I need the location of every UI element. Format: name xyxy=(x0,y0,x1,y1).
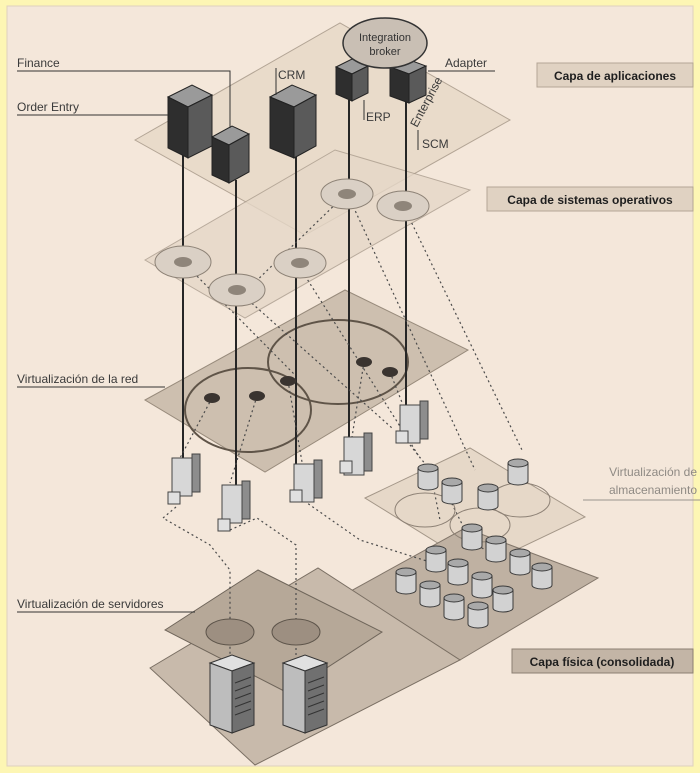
os-disc xyxy=(320,178,374,210)
broker-label-line2: broker xyxy=(369,46,401,58)
storage-disk xyxy=(492,585,514,613)
operating-systems-layer-label: Capa de sistemas operativos xyxy=(507,193,673,207)
integration-broker xyxy=(342,17,428,69)
storage-disk xyxy=(395,567,417,595)
storage-disk xyxy=(417,463,439,491)
virtual-server xyxy=(217,480,251,532)
storage-disks xyxy=(395,458,553,629)
physical-server xyxy=(281,654,329,734)
storage-disk xyxy=(419,580,441,608)
storage-disk xyxy=(443,593,465,621)
operating-systems-layer-tag xyxy=(486,186,694,212)
crm-label: CRM xyxy=(278,68,305,82)
storage-disk xyxy=(507,458,529,486)
applications-layer-label: Capa de aplicaciones xyxy=(554,69,676,83)
storage-disk xyxy=(425,545,447,573)
os-instances xyxy=(154,178,430,307)
server-virtualization-label: Virtualización de servidores xyxy=(17,597,164,611)
server-partition xyxy=(271,618,321,646)
virtual-server xyxy=(339,432,373,476)
server-partition xyxy=(205,618,255,646)
order-entry-server xyxy=(210,125,251,184)
network-zone-left xyxy=(184,367,312,453)
crm-server xyxy=(268,84,318,159)
storage-disk xyxy=(467,601,489,629)
storage-disk xyxy=(477,483,499,511)
os-disc xyxy=(208,273,266,307)
app-to-server-links xyxy=(182,100,407,486)
adapter-label: Adapter xyxy=(445,56,487,70)
os-disc xyxy=(376,190,430,222)
scm-label: SCM xyxy=(422,137,449,151)
physical-server xyxy=(208,654,256,734)
os-disc xyxy=(273,247,327,279)
storage-disk xyxy=(485,535,507,563)
virtual-server xyxy=(289,459,323,503)
storage-disk xyxy=(441,477,463,505)
virtual-servers xyxy=(167,400,429,532)
erp-label: ERP xyxy=(366,110,391,124)
storage-disk xyxy=(447,558,469,586)
storage-disk xyxy=(461,523,483,551)
storage-disk xyxy=(531,562,553,590)
scm-adapter-box xyxy=(388,58,428,104)
virtual-server xyxy=(395,400,429,444)
physical-layer-tag xyxy=(511,648,694,674)
network-nodes xyxy=(204,357,398,403)
storage-disk xyxy=(471,571,493,599)
finance-label: Finance xyxy=(17,56,60,70)
erp-adapter-box xyxy=(334,58,370,102)
label-leaders xyxy=(17,68,700,613)
storage-disk xyxy=(509,548,531,576)
os-disc xyxy=(154,245,212,279)
storage-virtualization-label-line2: almacenamiento xyxy=(609,483,697,497)
physical-layer-label: Capa física (consolidada) xyxy=(530,655,675,669)
finance-server xyxy=(166,84,214,159)
order-entry-label: Order Entry xyxy=(17,100,79,114)
storage-virtualization-label-line1: Virtualización de xyxy=(609,465,697,479)
network-virtualization-label: Virtualización de la red xyxy=(17,372,138,386)
applications-layer-tag xyxy=(536,62,694,88)
virtual-server xyxy=(167,453,201,505)
broker-label-line1: Integration xyxy=(359,32,411,44)
network-zone-right xyxy=(267,319,409,405)
